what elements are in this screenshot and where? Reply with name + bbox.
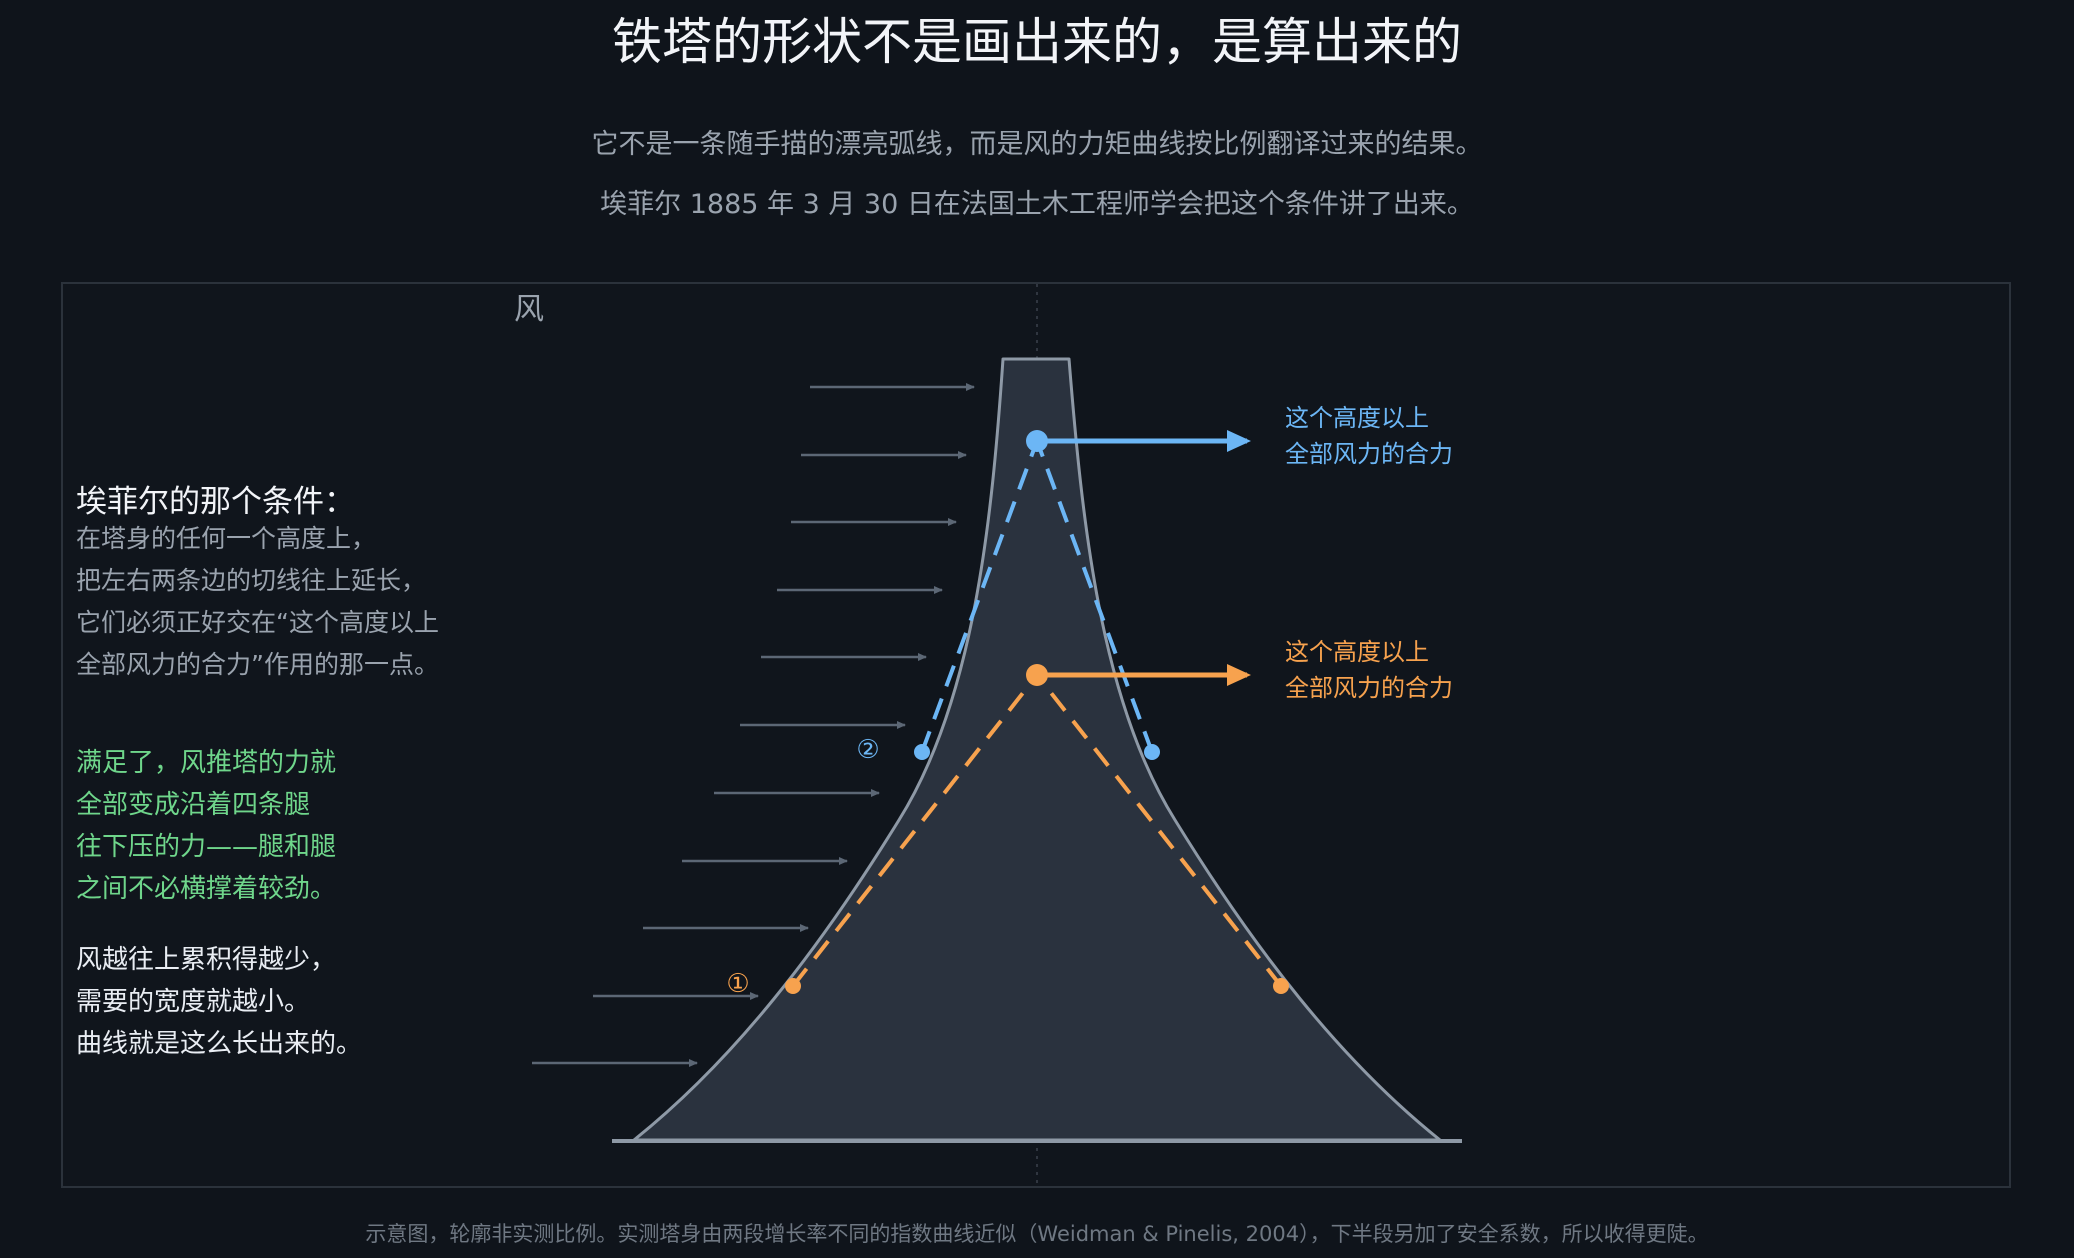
summary-line: 需要的宽度就越小。 (76, 987, 311, 1017)
footnote: 示意图，轮廓非实测比例。实测塔身由两段增长率不同的指数曲线近似（Weidman … (365, 1222, 1709, 1246)
summary-text: 风越往上累积得越少， 需要的宽度就越小。 曲线就是这么长出来的。 (76, 939, 362, 1065)
blue-contact-point-right (1144, 744, 1160, 760)
blue-intersection-point (1026, 430, 1048, 452)
result-line: 满足了，风推塔的力就 (76, 748, 337, 778)
orange-tangent-left (791, 673, 1039, 988)
orange-contact-point-right (1273, 978, 1289, 994)
blue-contact-point-left (914, 744, 930, 760)
blue-resultant-label-line: 这个高度以上 (1285, 404, 1429, 432)
tower-outline (632, 357, 1442, 1142)
blue-tangent-left (920, 440, 1039, 753)
orange-tangent-right (1035, 673, 1283, 988)
orange-tangent-construction (785, 664, 1289, 994)
summary-line: 曲线就是这么长出来的。 (76, 1029, 363, 1059)
blue-resultant-label: 这个高度以上 全部风力的合力 (1285, 400, 1453, 472)
page-title: 铁塔的形状不是画出来的，是算出来的 (612, 13, 1462, 71)
orange-contact-point-left (785, 978, 801, 994)
result-line: 往下压的力——腿和腿 (76, 832, 337, 862)
condition-line: 把左右两条边的切线往上延长， (76, 566, 427, 595)
result-line: 之间不必横撑着较劲。 (76, 874, 337, 904)
orange-intersection-point (1026, 664, 1048, 686)
orange-resultant-label-line: 这个高度以上 (1285, 638, 1429, 666)
condition-title: 埃菲尔的那个条件： (76, 484, 355, 520)
height-marker-2: ② (856, 735, 879, 765)
condition-text: 在塔身的任何一个高度上， 把左右两条边的切线往上延长， 它们必须正好交在“这个高… (76, 518, 439, 686)
condition-line: 在塔身的任何一个高度上， (76, 524, 377, 553)
result-text: 满足了，风推塔的力就 全部变成沿着四条腿 往下压的力——腿和腿 之间不必横撑着较… (76, 742, 336, 910)
orange-resultant-label: 这个高度以上 全部风力的合力 (1285, 634, 1453, 706)
height-marker-1: ① (726, 969, 749, 999)
blue-tangent-construction (914, 430, 1251, 760)
condition-line: 它们必须正好交在“这个高度以上 (76, 608, 439, 637)
blue-tangent-right (1035, 440, 1154, 753)
wind-arrows (532, 383, 975, 1067)
condition-line: 全部风力的合力”作用的那一点。 (76, 650, 439, 679)
summary-line: 风越往上累积得越少， (76, 945, 337, 975)
result-line: 全部变成沿着四条腿 (76, 790, 311, 820)
subtitle-line-1: 它不是一条随手描的漂亮弧线，而是风的力矩曲线按比例翻译过来的结果。 (591, 129, 1483, 160)
orange-resultant-label-line: 全部风力的合力 (1285, 674, 1453, 702)
blue-resultant-label-line: 全部风力的合力 (1285, 440, 1453, 468)
wind-label: 风 (514, 292, 544, 327)
subtitle-line-2: 埃菲尔 1885 年 3 月 30 日在法国土木工程师学会把这个条件讲了出来。 (600, 189, 1474, 220)
